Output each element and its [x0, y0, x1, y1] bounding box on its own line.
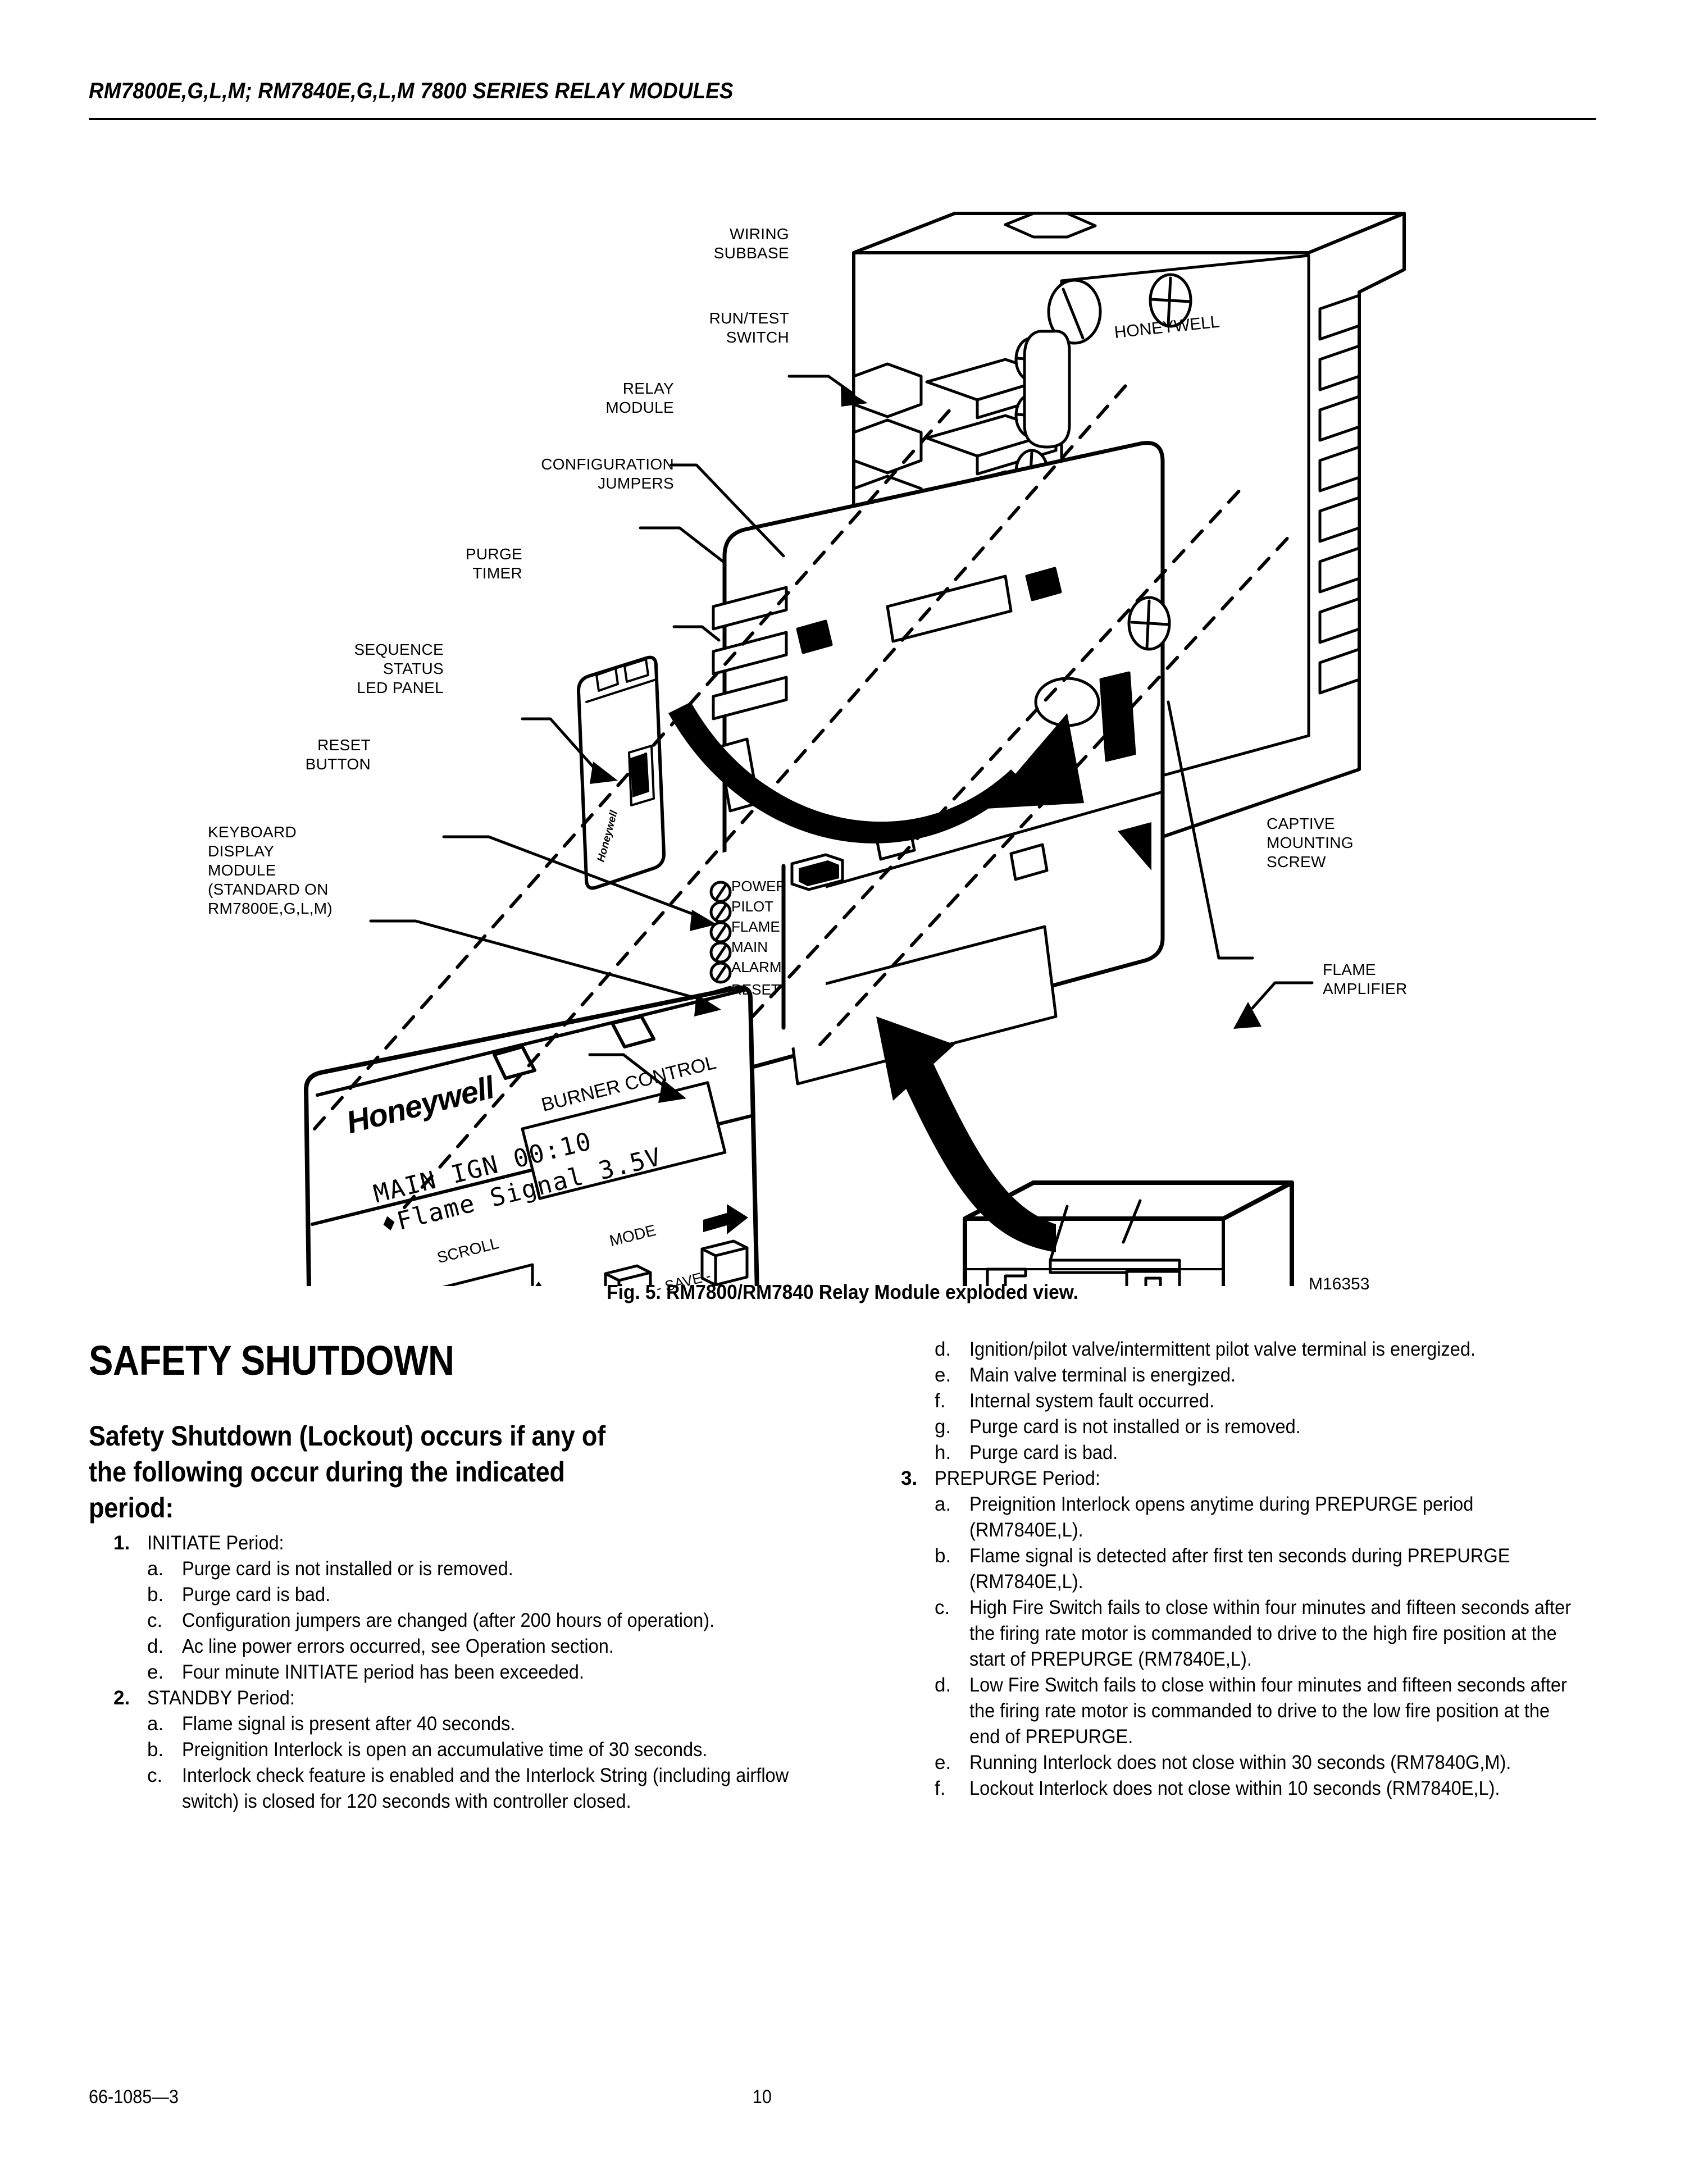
list-item: c. Configuration jumpers are changed (af… [147, 1609, 715, 1631]
section-subtitle: Safety Shutdown (Lockout) occurs if any … [89, 1420, 605, 1524]
led-panel-labels: POWER PILOT FLAME MAIN ALARM RESET [731, 876, 786, 1000]
list-item: a. Flame signal is present after 40 seco… [147, 1713, 516, 1735]
list-item: d. Ignition/pilot valve/intermittent pil… [935, 1338, 1475, 1360]
led-label-pilot: PILOT [731, 898, 774, 915]
callout-relay-module: RELAY MODULE [605, 380, 674, 416]
document-number: 66-1085—3 [89, 2086, 179, 2108]
list-item: g. Purge card is not installed or is rem… [935, 1416, 1301, 1438]
callout-wiring-subbase: WIRING SUBBASE [713, 225, 789, 262]
list-item: h. Purge card is bad. [935, 1442, 1118, 1463]
relay-module-graphic [722, 441, 1165, 1086]
list-item: 1. INITIATE Period: a. Purge card is not… [89, 1530, 796, 1685]
list-item: c. High Fire Switch fails to close withi… [935, 1597, 1572, 1670]
list-item: 3. PREPURGE Period: a. Preignition Inter… [876, 1466, 1584, 1802]
callout-flame-amplifier: FLAME AMPLIFIER [1323, 961, 1408, 997]
list-item: d. Low Fire Switch fails to close within… [935, 1674, 1567, 1748]
safety-shutdown-list-part1: 1. INITIATE Period: a. Purge card is not… [89, 1530, 796, 1814]
sublist-prepurge: a. Preignition Interlock opens anytime d… [935, 1492, 1584, 1802]
header-divider [89, 118, 1596, 120]
standby-continuation: d. Ignition/pilot valve/intermittent pil… [876, 1337, 1584, 1466]
page-number: 10 [752, 2086, 772, 2108]
callout-captive-mounting-screw: CAPTIVE MOUNTING SCREW [1267, 815, 1354, 870]
list-item: f. Internal system fault occurred. [935, 1390, 1214, 1412]
list-item: b. Flame signal is detected after first … [935, 1545, 1510, 1593]
list-item: 2. STANDBY Period: a. Flame signal is pr… [89, 1685, 796, 1814]
page-title: SAFETY SHUTDOWN [89, 1337, 454, 1384]
list-item: b. Purge card is bad. [147, 1584, 331, 1606]
list-item: f. Lockout Interlock does not close with… [935, 1777, 1500, 1799]
sublist-standby-part1: a. Flame signal is present after 40 seco… [147, 1711, 796, 1814]
list-item: b. Preignition Interlock is open an accu… [147, 1739, 708, 1761]
callout-run-test-switch: RUN/TEST SWITCH [709, 309, 789, 346]
page-header: RM7800E,G,L,M; RM7840E,G,L,M 7800 SERIES… [89, 79, 1596, 129]
sublist-initiate: a. Purge card is not installed or is rem… [147, 1556, 796, 1685]
list-item: a. Preignition Interlock opens anytime d… [935, 1493, 1474, 1541]
list-item: e. Running Interlock does not close with… [935, 1752, 1511, 1773]
drawing-id: M16353 [1309, 1275, 1370, 1293]
leader-lines [369, 375, 1314, 1089]
callout-reset-button: RESET BUTTON [305, 736, 371, 773]
callout-sequence-status-led-panel: SEQUENCE STATUS LED PANEL [354, 641, 444, 696]
flame-amplifier-graphic [963, 1180, 1294, 1286]
led-label-flame: FLAME [731, 918, 780, 935]
assembly-arrow-lower [876, 1016, 1056, 1252]
reset-button-label: RESET [731, 981, 780, 998]
list-item: c. Interlock check feature is enabled an… [147, 1764, 789, 1812]
list-item: a. Purge card is not installed or is rem… [147, 1558, 513, 1580]
exploded-view-drawing: HONEYWELL Honeywell [304, 212, 1406, 1286]
led-label-main: MAIN [731, 938, 768, 955]
led-label-alarm: ALARM [731, 959, 782, 975]
safety-shutdown-list-part2: 3. PREPURGE Period: a. Preignition Inter… [876, 1466, 1584, 1802]
page-header-title: RM7800E,G,L,M; RM7840E,G,L,M 7800 SERIES… [89, 79, 734, 103]
assembly-arrow-upper [668, 702, 1084, 843]
figure-caption: Fig. 5. RM7800/RM7840 Relay Module explo… [607, 1280, 1078, 1303]
list-item: e. Main valve terminal is energized. [935, 1364, 1236, 1386]
figure-exploded-view: HONEYWELL Honeywell WIRING SUBBASE RUN/T… [0, 140, 1685, 1297]
purge-timer-card [577, 655, 666, 890]
body-column-left: SAFETY SHUTDOWN Safety Shutdown (Lockout… [89, 1337, 796, 1814]
list-item: e. Four minute INITIATE period has been … [147, 1661, 584, 1683]
callout-purge-timer: PURGE TIMER [465, 545, 522, 582]
body-column-right: d. Ignition/pilot valve/intermittent pil… [876, 1337, 1584, 1802]
sublist-standby-part2: d. Ignition/pilot valve/intermittent pil… [876, 1337, 1584, 1466]
list-item: d. Ac line power errors occurred, see Op… [147, 1635, 614, 1657]
callout-configuration-jumpers: CONFIGURATION JUMPERS [541, 455, 674, 492]
callout-keyboard-display-module: KEYBOARD DISPLAY MODULE (STANDARD ON RM7… [208, 823, 333, 917]
led-label-power: POWER [731, 878, 787, 895]
